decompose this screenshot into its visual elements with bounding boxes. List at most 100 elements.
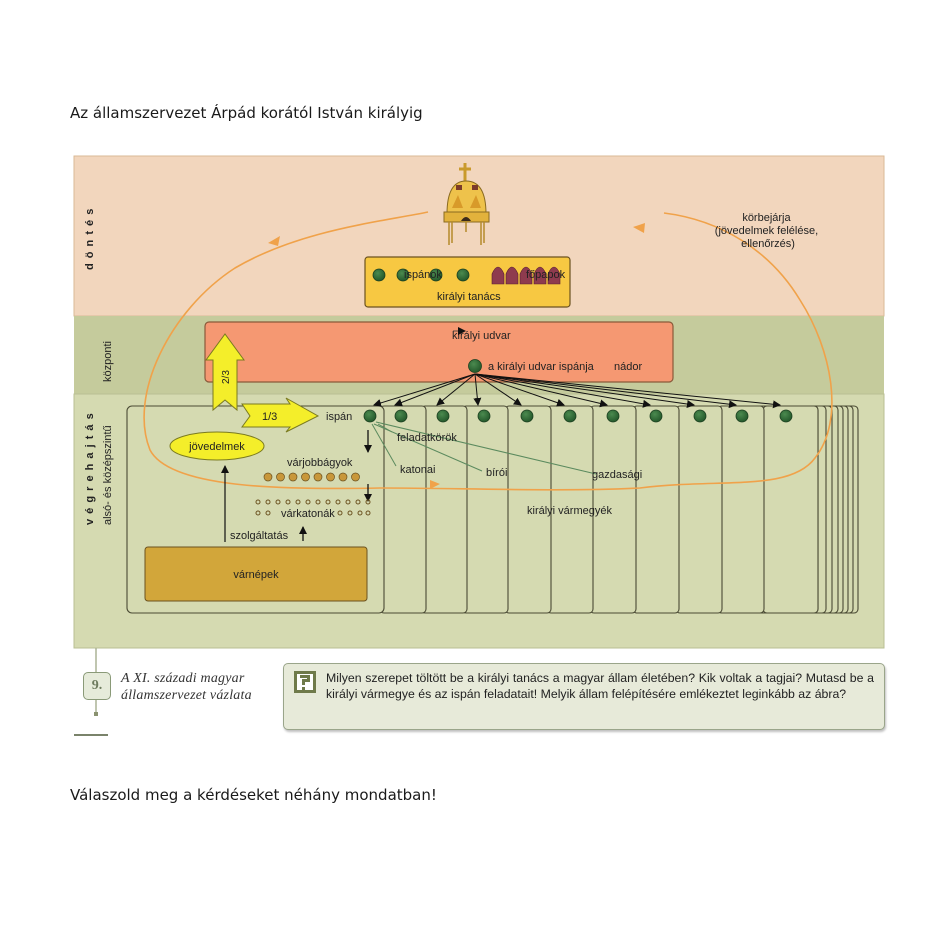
prelate-mitre-icon [505,266,519,285]
duty-judicial: bírói [486,467,507,479]
ispan-dot [436,409,450,423]
ispan-dot [735,409,749,423]
castle-warrior-dot [325,499,331,505]
income-to-court-arrow [205,333,245,412]
council-ispan-dot [372,268,386,282]
duty-lines [371,421,597,475]
prelate-mitre-icon [547,266,561,285]
palatine-label: a királyi udvar ispánja [488,361,595,373]
palatine-arrow [474,373,608,408]
ispan-dot [563,409,577,423]
castle-warrior-dot [255,499,261,505]
tour-arrowhead-bottom [430,480,440,489]
palatine-arrow [474,373,522,406]
tour-loop [143,211,833,491]
castle-warriors-label: várkatonák [281,508,335,520]
ispan-dot [693,409,707,423]
palatine-title: nádor [614,361,642,373]
counties-label: királyi vármegyék [527,505,612,517]
castle-warrior-dot [295,499,301,505]
castle-serf-dot [276,472,285,482]
duty-economic: gazdasági [592,469,642,481]
tour-label-line: ellenőrzés) [741,238,795,250]
castle-serf-dots [263,472,360,482]
county-card [632,405,680,614]
castle-warrior-dot [305,499,311,505]
castle-serf-dot [313,472,323,482]
castle-warrior-dot [345,499,351,505]
castle-warrior-dots [255,499,371,516]
castle-warrior-dot [365,510,371,516]
caption-connector-end [94,712,98,716]
palatine-dot [468,359,482,373]
castle-serf-dot [288,472,298,482]
central-level-label: központi [102,341,114,382]
castle-serf-dot [326,472,335,482]
palatine-arrow [474,373,565,407]
palatine-arrow [474,373,781,409]
ispan-dot [363,409,377,423]
castle-serfs-label: várjobbágyok [287,457,353,469]
question-box: Milyen szerepet töltött be a királyi tan… [283,663,885,730]
income-to-ispan-arrow [241,397,320,433]
council-ispan-dot [429,268,443,282]
palatine-arrow [394,373,476,407]
income-to-ispan-share: 1/3 [262,411,277,423]
castle-warrior-dot [265,499,271,505]
tour-arrowhead-right [633,223,645,233]
duty-military: katonai [400,464,435,476]
castle-warrior-dot [315,499,321,505]
council-ispans [372,268,470,282]
castle-warrior-dot [265,510,271,516]
council-prelates [491,266,561,285]
ispan-dot [606,409,620,423]
tour-arrowhead-left [268,236,280,246]
figure-caption: A XI. századi magyar államszervezet vázl… [121,671,252,703]
county-card [762,405,819,614]
palatine-arrow [474,373,737,409]
palatine-arrow [473,373,482,406]
ispan-dot [779,409,793,423]
prelate-mitre-icon [533,266,547,285]
ispan-dot [649,409,663,423]
palatine-arrow [474,373,695,408]
castle-serf-dot [301,472,310,482]
royal-court-box [204,321,674,383]
tour-label-line: (jövedelmek felélése, [715,225,818,237]
instruction-text: Válaszold meg a kérdéseket néhány mondat… [70,786,437,804]
castle-warrior-dot [285,499,291,505]
palatine-arrow [373,373,476,407]
income-to-court-share: 2/3 [221,370,232,384]
income-ellipse [169,431,265,461]
castle-warrior-dot [347,510,353,516]
castle-warrior-dot [357,510,363,516]
castle-warrior-dot [337,510,343,516]
county-ispan-label: ispán [326,411,352,423]
castle-warrior-dot [365,499,371,505]
royal-council-label: királyi tanács [437,291,501,303]
palatine-arrow [474,373,651,408]
figure-number: 9. [83,672,111,700]
tour-label: körbejárja (jövedelmek felélése, ellenőr… [715,212,821,250]
question-text: Milyen szerepet töltött be a királyi tan… [326,671,874,701]
palatine-to-county-arrows [373,373,781,409]
question-mark-icon [294,671,316,693]
royal-council-box [364,256,571,308]
castle-serf-dot [351,472,360,482]
execution-band-label: v é g r e h a j t á s [84,412,96,525]
palatine-arrow [436,373,476,406]
castle-warrior-dot [275,499,281,505]
income-label: jövedelmek [188,441,245,453]
castle-folk-box [144,546,368,602]
council-ispan-dot [456,268,470,282]
castle-serf-dot [338,472,348,482]
county-card [717,405,765,614]
service-label: szolgáltatás [230,530,289,542]
holy-crown-icon [443,163,490,245]
county-card [675,405,723,614]
castle-warrior-dot [355,499,361,505]
castle-folk-label: várnépek [233,569,279,581]
castle-warrior-dot [255,510,261,516]
castle-serf-dot [263,472,273,482]
